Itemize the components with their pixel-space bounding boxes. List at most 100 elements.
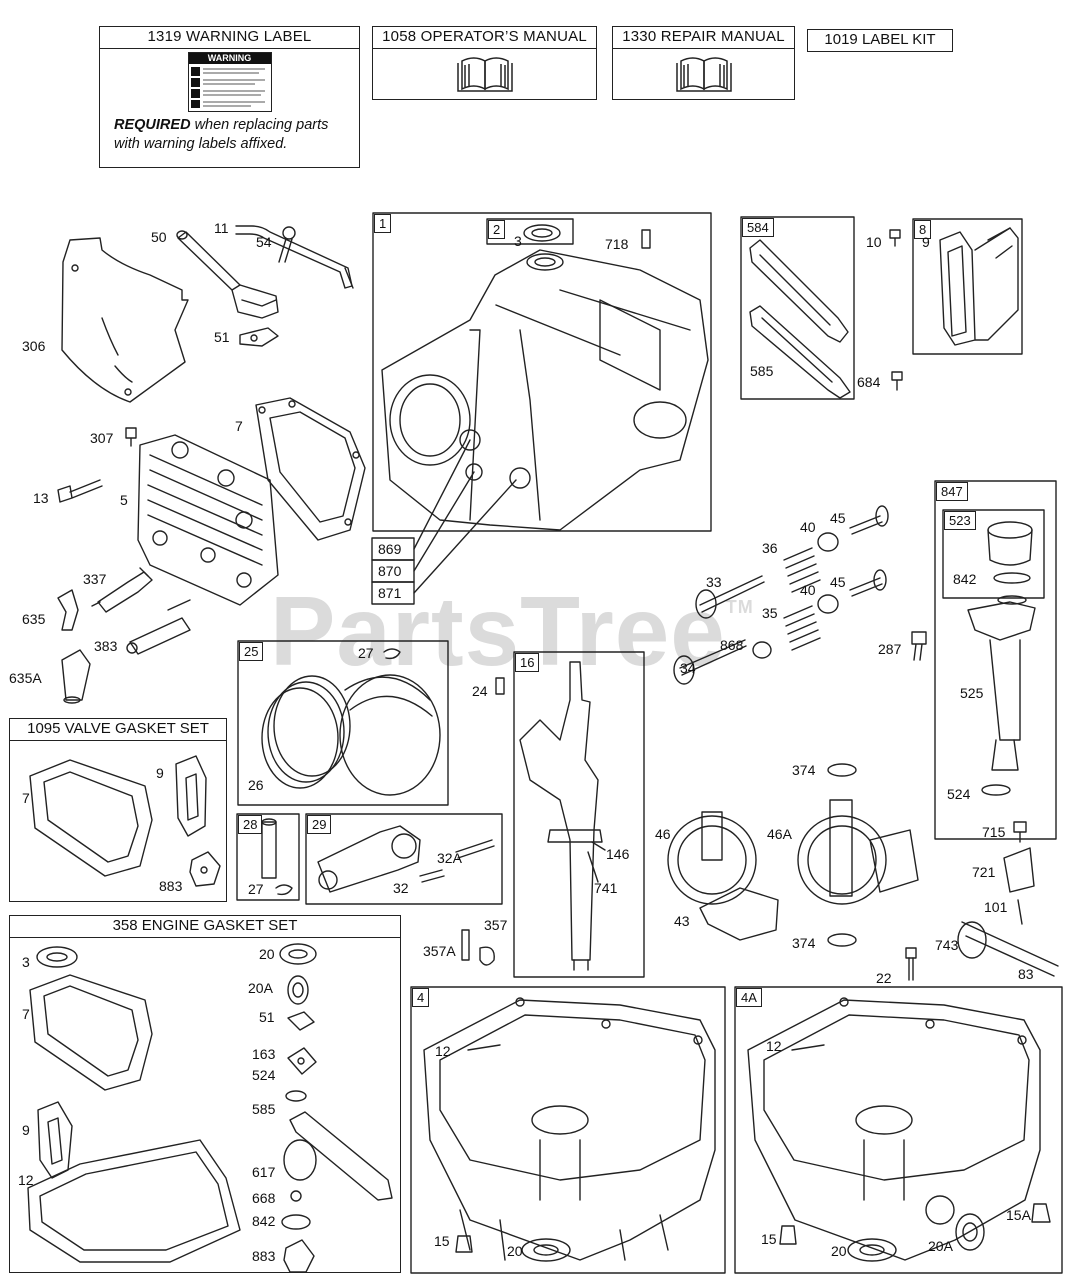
callout-524: 524: [947, 786, 971, 802]
part-45-caps: [849, 505, 889, 597]
callout-22: 22: [876, 970, 892, 986]
warning-sticker-lines: [190, 67, 265, 108]
callout-721: 721: [972, 864, 996, 880]
box-number-4a: 4A: [736, 988, 762, 1007]
box-frame-523: [942, 509, 1045, 599]
callout-34: 34: [680, 660, 696, 676]
callout-gasket-524: 524: [252, 1067, 276, 1083]
part-357a-key: [461, 929, 470, 961]
part-43-governor: [699, 887, 779, 941]
callout-45a: 45: [830, 510, 846, 526]
callout-35: 35: [762, 605, 778, 621]
callout-gasket-20a: 20A: [248, 980, 273, 996]
callout-gasket-7: 7: [22, 1006, 30, 1022]
part-25-piston: [339, 674, 441, 796]
callout-7: 7: [235, 418, 243, 434]
callout-101: 101: [984, 899, 1008, 915]
box-number-29: 29: [307, 815, 332, 834]
callout-146: 146: [606, 846, 630, 862]
callout-743: 743: [935, 937, 959, 953]
callout-sump-4a-15: 15: [761, 1231, 777, 1247]
callout-46a: 46A: [767, 826, 792, 842]
part-4-sump: [423, 997, 716, 1261]
callout-26: 26: [248, 777, 264, 793]
box-frame-1: [372, 212, 712, 532]
callout-635: 635: [22, 611, 46, 627]
callout-24: 24: [472, 683, 488, 699]
callout-sump-15: 15: [434, 1233, 450, 1249]
part-40-retainers: [817, 532, 839, 614]
callout-gasket-9: 9: [22, 1122, 30, 1138]
part-847-dipstick: [967, 521, 1036, 796]
callout-383: 383: [94, 638, 118, 654]
box-number-8: 8: [914, 220, 932, 239]
warning-required: REQUIRED: [114, 117, 191, 133]
book-icon: [675, 57, 732, 92]
callout-gasket-842: 842: [252, 1213, 276, 1229]
part-24-key: [495, 677, 505, 695]
part-383-pin: [126, 599, 191, 655]
engine-gasket-set-box: 358 ENGINE GASKET SET: [9, 915, 401, 1273]
part-26-rings: [261, 675, 351, 789]
callout-868: 868: [720, 637, 744, 653]
part-7-head-gasket: [255, 397, 366, 541]
callout-5: 5: [120, 492, 128, 508]
callout-sump-4a-12: 12: [766, 1038, 782, 1054]
box-frame-4a: [734, 986, 1063, 1274]
callout-9: 9: [922, 234, 930, 250]
callout-sump-12: 12: [435, 1043, 451, 1059]
leader-146: [591, 841, 606, 851]
callout-337: 337: [83, 571, 107, 587]
warning-sticker: WARNING: [187, 52, 272, 112]
part-3-seal: [523, 224, 561, 242]
warning-sticker-header: WARNING: [188, 53, 271, 64]
box-number-16: 16: [515, 653, 540, 672]
callout-50: 50: [151, 229, 167, 245]
part-16-crankshaft: [519, 661, 603, 971]
callout-3: 3: [514, 233, 522, 249]
callout-11: 11: [214, 220, 229, 236]
valve-gasket-set-parts: [29, 755, 221, 887]
box-number-2: 2: [488, 220, 506, 239]
part-11-rod: [235, 225, 354, 289]
callout-40b: 40: [800, 582, 816, 598]
part-868-seal: [752, 641, 772, 659]
part-374-washers: [827, 763, 857, 947]
operators-manual-box: 1058 OPERATOR’S MANUAL: [372, 26, 597, 100]
box-frame-4: [410, 986, 726, 1274]
box-number-847: 847: [936, 482, 968, 501]
callout-sump-4a-20: 20: [831, 1243, 847, 1259]
callout-870: 870: [378, 563, 402, 579]
box-frame-29: [305, 813, 503, 905]
callout-32a: 32A: [437, 850, 462, 866]
part-8-breather: [939, 227, 1019, 346]
callout-gasket-163: 163: [252, 1046, 276, 1062]
part-46-cam: [667, 811, 757, 905]
warning-text-2: with warning labels affixed.: [114, 136, 288, 152]
part-743-gear: [957, 921, 1059, 977]
leader-12-b: [791, 1044, 825, 1051]
callout-635a: 635A: [9, 670, 42, 686]
part-29-conrod: [317, 825, 495, 893]
callout-gasket-12: 12: [18, 1172, 34, 1188]
callout-gasket-585: 585: [252, 1101, 276, 1117]
callout-718: 718: [605, 236, 629, 252]
box-number-25: 25: [239, 642, 264, 661]
part-27-clip-b: [275, 884, 293, 896]
callout-741: 741: [594, 880, 618, 896]
part-46a-cam: [797, 799, 919, 905]
callout-83: 83: [1018, 966, 1034, 982]
box-frame-16: [513, 651, 645, 978]
box-number-28: 28: [238, 815, 263, 834]
callout-287: 287: [878, 641, 902, 657]
callout-valve-883: 883: [159, 878, 183, 894]
part-27-clip: [383, 648, 401, 660]
callout-869: 869: [378, 541, 402, 557]
callout-374a: 374: [792, 762, 816, 778]
part-10-screw: [889, 229, 901, 247]
callout-valve-7: 7: [22, 790, 30, 806]
callout-sump-4a-20a: 20A: [928, 1238, 953, 1254]
callout-357a: 357A: [423, 943, 456, 959]
part-101-pin: [1017, 899, 1023, 925]
box-frame-8: [912, 218, 1023, 355]
